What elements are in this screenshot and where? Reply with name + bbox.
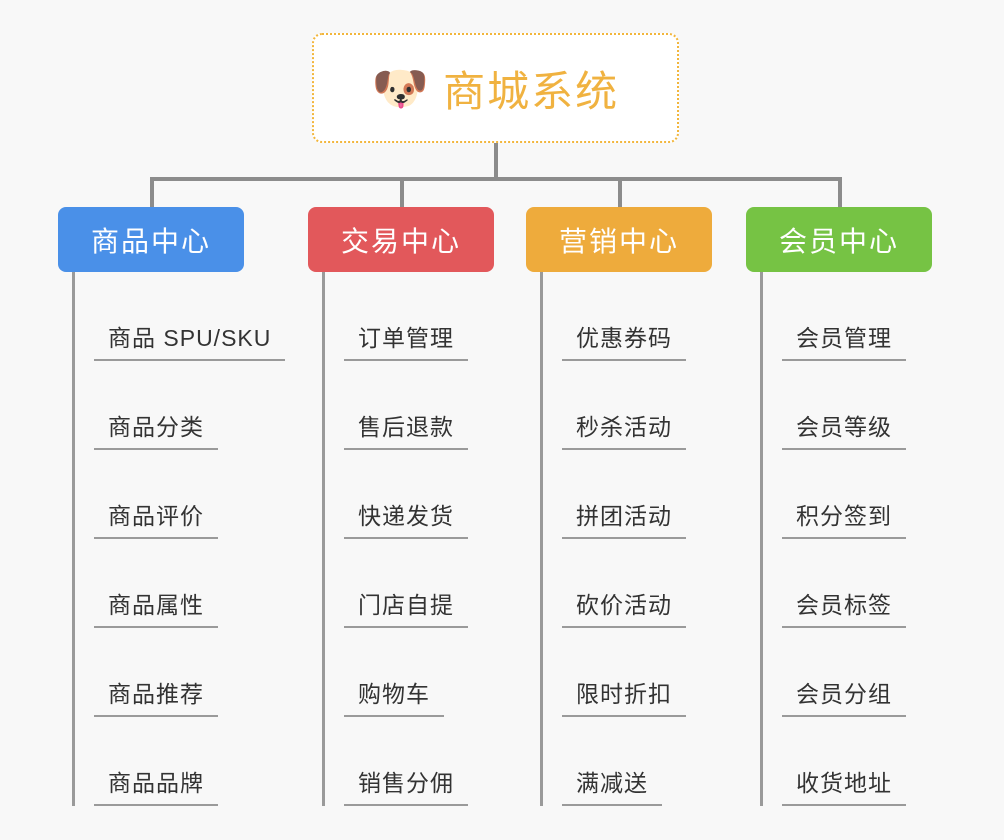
leaf-label: 商品评价 bbox=[94, 497, 218, 539]
leaf-item[interactable]: 砍价活动 bbox=[540, 539, 756, 628]
connector-drop-1 bbox=[150, 177, 154, 209]
branch-header-3[interactable]: 营销中心 bbox=[526, 207, 712, 272]
leaf-label: 会员等级 bbox=[782, 408, 906, 450]
root-node[interactable]: 🐶 商城系统 bbox=[312, 33, 679, 143]
branch-header-label: 营销中心 bbox=[558, 225, 679, 257]
connector-drop-2 bbox=[400, 177, 404, 209]
leaf-label: 购物车 bbox=[344, 675, 444, 717]
leaf-item[interactable]: 商品推荐 bbox=[72, 628, 288, 717]
leaf-item[interactable]: 订单管理 bbox=[322, 272, 538, 361]
leaf-label: 商品品牌 bbox=[94, 764, 218, 806]
leaf-label: 满减送 bbox=[562, 764, 662, 806]
connector-trunk bbox=[494, 143, 498, 179]
leaf-label: 商品属性 bbox=[94, 586, 218, 628]
leaf-label: 积分签到 bbox=[782, 497, 906, 539]
leaf-label: 会员标签 bbox=[782, 586, 906, 628]
leaf-label: 商品 SPU/SKU bbox=[94, 319, 286, 361]
leaf-item[interactable]: 满减送 bbox=[540, 717, 756, 806]
branch-header-label: 交易中心 bbox=[340, 225, 461, 257]
connector-drop-4 bbox=[838, 177, 842, 209]
branch-header-1[interactable]: 商品中心 bbox=[58, 207, 244, 272]
leaf-item[interactable]: 门店自提 bbox=[322, 539, 538, 628]
connector-bus bbox=[150, 177, 842, 181]
leaf-item[interactable]: 商品分类 bbox=[72, 361, 288, 450]
leaf-item[interactable]: 秒杀活动 bbox=[540, 361, 756, 450]
leaf-item[interactable]: 购物车 bbox=[322, 628, 538, 717]
leaf-spine-1 bbox=[72, 272, 75, 806]
leaf-label: 快递发货 bbox=[344, 497, 468, 539]
leaf-label: 商品推荐 bbox=[94, 675, 218, 717]
leaf-label: 限时折扣 bbox=[562, 675, 686, 717]
leaf-label: 收货地址 bbox=[782, 764, 906, 806]
leaf-label: 会员分组 bbox=[782, 675, 906, 717]
leaf-list-1: 商品 SPU/SKU 商品分类 商品评价 商品属性 商品推荐 商品品牌 bbox=[58, 272, 288, 806]
leaf-label: 订单管理 bbox=[344, 319, 468, 361]
leaf-label: 门店自提 bbox=[344, 586, 468, 628]
leaf-item[interactable]: 会员等级 bbox=[760, 361, 976, 450]
leaf-label: 秒杀活动 bbox=[562, 408, 686, 450]
leaf-item[interactable]: 商品 SPU/SKU bbox=[72, 272, 288, 361]
leaf-label: 会员管理 bbox=[782, 319, 906, 361]
leaf-spine-2 bbox=[322, 272, 325, 806]
leaf-item[interactable]: 商品品牌 bbox=[72, 717, 288, 806]
leaf-item[interactable]: 商品属性 bbox=[72, 539, 288, 628]
leaf-item[interactable]: 优惠券码 bbox=[540, 272, 756, 361]
leaf-item[interactable]: 商品评价 bbox=[72, 450, 288, 539]
leaf-item[interactable]: 会员标签 bbox=[760, 539, 976, 628]
leaf-item[interactable]: 收货地址 bbox=[760, 717, 976, 806]
leaf-list-4: 会员管理 会员等级 积分签到 会员标签 会员分组 收货地址 bbox=[746, 272, 976, 806]
dog-face-icon: 🐶 bbox=[371, 62, 430, 114]
leaf-label: 商品分类 bbox=[94, 408, 218, 450]
connector-drop-3 bbox=[618, 177, 622, 209]
branch-header-4[interactable]: 会员中心 bbox=[746, 207, 932, 272]
leaf-item[interactable]: 积分签到 bbox=[760, 450, 976, 539]
branch-header-2[interactable]: 交易中心 bbox=[308, 207, 494, 272]
leaf-spine-3 bbox=[540, 272, 543, 806]
leaf-item[interactable]: 快递发货 bbox=[322, 450, 538, 539]
leaf-item[interactable]: 限时折扣 bbox=[540, 628, 756, 717]
branch-column-3: 营销中心 优惠券码 秒杀活动 拼团活动 砍价活动 限时折扣 满减送 bbox=[526, 207, 756, 806]
branch-column-4: 会员中心 会员管理 会员等级 积分签到 会员标签 会员分组 收货地址 bbox=[746, 207, 976, 806]
leaf-item[interactable]: 销售分佣 bbox=[322, 717, 538, 806]
leaf-label: 优惠券码 bbox=[562, 319, 686, 361]
leaf-spine-4 bbox=[760, 272, 763, 806]
leaf-label: 砍价活动 bbox=[562, 586, 686, 628]
leaf-item[interactable]: 售后退款 bbox=[322, 361, 538, 450]
leaf-list-2: 订单管理 售后退款 快递发货 门店自提 购物车 销售分佣 bbox=[308, 272, 538, 806]
branch-column-2: 交易中心 订单管理 售后退款 快递发货 门店自提 购物车 销售分佣 bbox=[308, 207, 538, 806]
leaf-item[interactable]: 会员分组 bbox=[760, 628, 976, 717]
leaf-list-3: 优惠券码 秒杀活动 拼团活动 砍价活动 限时折扣 满减送 bbox=[526, 272, 756, 806]
leaf-item[interactable]: 会员管理 bbox=[760, 272, 976, 361]
leaf-label: 销售分佣 bbox=[344, 764, 468, 806]
branch-column-1: 商品中心 商品 SPU/SKU 商品分类 商品评价 商品属性 商品推荐 商品品牌 bbox=[58, 207, 288, 806]
branch-header-label: 商品中心 bbox=[90, 225, 211, 257]
leaf-item[interactable]: 拼团活动 bbox=[540, 450, 756, 539]
branch-header-label: 会员中心 bbox=[778, 225, 899, 257]
leaf-label: 售后退款 bbox=[344, 408, 468, 450]
leaf-label: 拼团活动 bbox=[562, 497, 686, 539]
root-title: 商城系统 bbox=[443, 67, 620, 115]
